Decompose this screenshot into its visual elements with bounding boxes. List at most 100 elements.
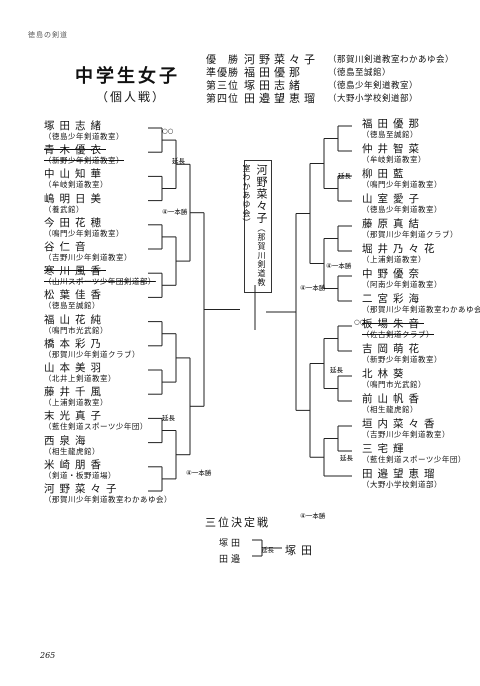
page-number: 265 xyxy=(40,651,56,660)
match-note: ○○ xyxy=(162,127,174,135)
entry-club: （那賀川少年剣道クラブ） xyxy=(362,230,458,239)
entry-name: 三宅輝 xyxy=(362,443,409,455)
entry-club: （那賀川少年剣道クラブ） xyxy=(44,349,140,359)
winner-club: （徳島至誠館） xyxy=(328,67,392,78)
entry-club: （鳴門市光武館） xyxy=(362,380,426,389)
entry-name: 河野菜々子 xyxy=(44,483,122,495)
page-subtitle: （個人戦） xyxy=(96,90,167,104)
entry-name: 谷仁音 xyxy=(44,241,91,253)
bracket-entry: 橋本彩乃（那賀川少年剣道クラブ） xyxy=(44,338,148,359)
bracket-entry: 中山知華（牟岐剣道教室） xyxy=(44,168,148,189)
third-place-winner: 塚田 xyxy=(285,544,317,557)
entry-name: 吉岡萌花 xyxy=(362,343,424,355)
entry-name: 板場朱音 xyxy=(362,318,424,330)
entry-name: 橋本彩乃 xyxy=(44,337,106,350)
match-note: 延長 xyxy=(330,365,344,374)
entry-club: （剣道・板野道場） xyxy=(44,470,116,480)
bracket-entry: 三宅輝（藍住剣道スポーツ少年団） xyxy=(362,443,466,464)
winner-name: 福田優那 xyxy=(244,65,304,79)
bracket-entry: 塚田志緒（徳島少年剣道教室） xyxy=(44,120,148,141)
bracket-entry: 藤原真結（那賀川少年剣道クラブ） xyxy=(362,218,466,239)
entry-name: 前山帆香 xyxy=(362,393,424,405)
bracket-entry: 寒川風香（山川スポーツ少年団剣道部） xyxy=(44,265,156,287)
winner-club: （徳島少年剣道教室） xyxy=(328,80,419,91)
bracket-entry: 柳田藍（鳴門少年剣道教室） xyxy=(362,168,466,189)
winner-rank: 準優勝 xyxy=(206,68,239,79)
winner-rank: 優 勝 xyxy=(206,55,239,66)
entry-name: 堀井乃々花 xyxy=(362,243,440,255)
entry-club: （藍住剣道スポーツ少年団） xyxy=(44,422,148,432)
entry-name: 福山花純 xyxy=(44,313,106,326)
entry-club: （牟岐剣道教室） xyxy=(362,155,426,164)
winners-list: 優 勝 河野菜々子 （那賀川剣道教室わかあゆ会） 準優勝 福田優那 （徳島至誠館… xyxy=(206,52,466,106)
winner-club: （那賀川剣道教室わかあゆ会） xyxy=(328,54,455,65)
bracket-entry: 堀井乃々花（上浦剣道教室） xyxy=(362,243,466,264)
champion-club: （那賀川剣道教室わかあゆ会） xyxy=(242,164,266,287)
entry-name: 北林葵 xyxy=(362,368,409,380)
bracket-entry: 前山帆香（相生龍虎館） xyxy=(362,393,466,414)
match-note: 延長 xyxy=(172,156,186,165)
entry-name: 西泉海 xyxy=(44,434,91,447)
bracket-entry: 田邉望恵瑠（大野小学校剣道部） xyxy=(362,468,466,489)
winner-name: 河野菜々子 xyxy=(244,52,319,66)
match-note: ④一本勝 xyxy=(300,511,326,520)
match-note: ④一本勝 xyxy=(162,207,188,216)
entry-club: （山川スポーツ少年団剣道部） xyxy=(44,277,156,287)
entry-name: 田邉望恵瑠 xyxy=(362,468,440,480)
entry-name: 垣内菜々香 xyxy=(362,418,440,430)
page-header: 徳島の剣道 xyxy=(28,31,68,39)
entry-club: （那賀川少年剣道教室わかあゆ会） xyxy=(362,305,480,314)
third-place-player-a: 塚田 xyxy=(219,539,244,549)
entry-club: （上浦剣道教室） xyxy=(362,255,426,264)
bracket-entry: 仲井智菜（牟岐剣道教室） xyxy=(362,143,466,164)
champion-box: 河野菜々子（那賀川剣道教室わかあゆ会） xyxy=(242,160,272,293)
winner-rank: 第四位 xyxy=(206,94,239,105)
entry-name: 寒川風香 xyxy=(44,265,106,278)
entry-club: （阿南少年剣道教室） xyxy=(362,280,442,289)
match-note: ④一本勝 xyxy=(326,261,352,270)
winner-row: 準優勝 福田優那 （徳島至誠館） xyxy=(206,65,466,80)
entry-club: （徳島少年剣道教室） xyxy=(362,205,442,214)
entry-name: 山本美羽 xyxy=(44,362,106,374)
entry-club: （新野少年剣道教室） xyxy=(362,355,442,364)
bracket-entry: 西泉海（相生龍虎館） xyxy=(44,435,148,456)
bracket-entry: 中野優奈（阿南少年剣道教室） xyxy=(362,268,466,289)
entry-name: 末光真子 xyxy=(44,410,106,423)
entry-club: （吉野川少年剣道教室） xyxy=(44,253,132,262)
entry-name: 仲井智菜 xyxy=(362,143,424,155)
match-note: ④一本勝 xyxy=(300,283,326,292)
entry-name: 松葉佳香 xyxy=(44,289,106,302)
bracket-entry: 谷仁音（吉野川少年剣道教室） xyxy=(44,241,148,262)
match-note: 延長 xyxy=(162,413,176,422)
entry-name: 米崎朋香 xyxy=(44,458,106,471)
entry-club: （相生龍虎館） xyxy=(44,446,100,456)
entry-club: （鳴門少年剣道教室） xyxy=(362,180,442,189)
entry-club: （那賀川少年剣道教室わかあゆ会） xyxy=(44,495,172,504)
entry-name: 柳田藍 xyxy=(362,168,409,180)
entry-club: （佐古剣道クラブ） xyxy=(362,330,434,339)
entry-club: （藍住剣道スポーツ少年団） xyxy=(362,455,466,464)
bracket-entry: 松葉佳香（徳島至誠館） xyxy=(44,289,148,310)
entry-club: （上浦剣道教室） xyxy=(44,398,108,408)
bracket-entry: 二宮彩海（那賀川少年剣道教室わかあゆ会） xyxy=(362,293,480,314)
bracket-entry: 垣内菜々香（吉野川少年剣道教室） xyxy=(362,418,466,439)
match-note: ④一本勝 xyxy=(186,468,212,477)
winner-rank: 第三位 xyxy=(206,81,239,92)
entry-club: （北井上剣道教室） xyxy=(44,374,116,383)
winner-name: 塚田志緒 xyxy=(244,78,304,92)
entry-name: 今田花穂 xyxy=(44,216,106,229)
entry-club: （鳴門市光武館） xyxy=(44,325,108,335)
entry-club: （徳島至誠館） xyxy=(44,301,100,311)
bracket-entry: 福田優那（徳島至誠館） xyxy=(362,118,466,139)
entry-club: （吉野川少年剣道教室） xyxy=(362,430,450,439)
bracket-entry: 山本美羽（北井上剣道教室） xyxy=(44,362,148,383)
winner-row: 第四位 田邉望恵瑠 （大野小学校剣道部） xyxy=(206,91,466,106)
bracket-entry: 板場朱音（佐古剣道クラブ） xyxy=(362,318,466,339)
entry-club: （養武館） xyxy=(44,204,84,214)
entry-club: （相生龍虎館） xyxy=(362,405,418,414)
entry-name: 中山知華 xyxy=(44,168,106,181)
entry-club: （牟岐剣道教室） xyxy=(44,180,108,190)
entry-club: （徳島至誠館） xyxy=(362,130,418,139)
entry-name: 山室愛子 xyxy=(362,193,424,205)
